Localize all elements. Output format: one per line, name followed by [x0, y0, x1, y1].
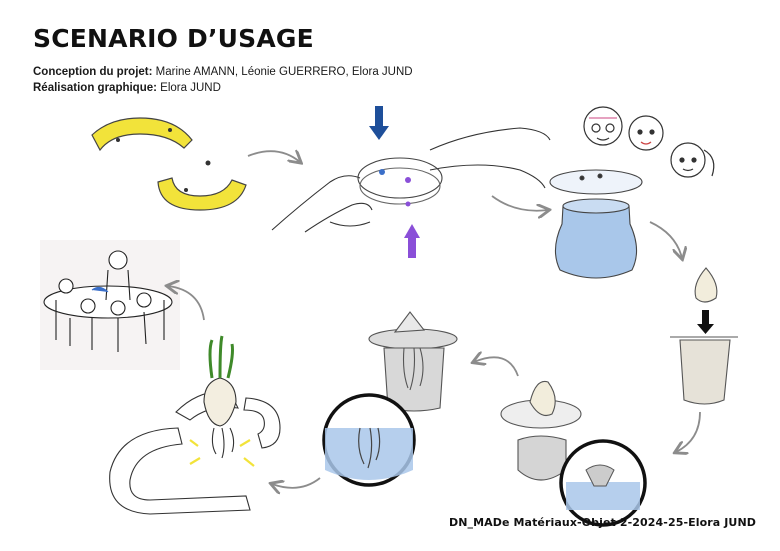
- footer-credit: DN_MADe Matériaux-Objet 2-2024-25-Elora …: [448, 516, 756, 529]
- cycle-arrows: [168, 151, 701, 488]
- cycle-arrow-2: [491, 195, 548, 211]
- jar-with-lid-illustration: [549, 169, 643, 279]
- cycle-arrow-1: [247, 151, 300, 162]
- cycle-arrow-5: [474, 357, 519, 377]
- credit-conception: Conception du projet: Marine AMANN, Léon…: [33, 66, 413, 78]
- cycle-arrow-6: [272, 477, 321, 488]
- credit-conception-label: Conception du projet:: [33, 66, 153, 78]
- page-title: SCENARIO D’USAGE: [33, 24, 314, 53]
- credit-realisation-label: Réalisation graphique:: [33, 82, 157, 94]
- blue-arrow-down-icon: [369, 106, 389, 140]
- cycle-arrow-7: [168, 286, 205, 321]
- zoom-circle-roots-bottom: [559, 439, 647, 527]
- children-faces-illustration: [583, 106, 715, 178]
- hyacinth-on-frame-illustration: [109, 335, 281, 515]
- cycle-arrow-4: [676, 411, 701, 452]
- workshop-children-illustration: [40, 240, 180, 370]
- hands-assembly-illustration: [271, 127, 551, 233]
- bulb-drop-illustration: [670, 267, 738, 405]
- zoom-circle-roots-water: [322, 393, 416, 487]
- credit-realisation-value: Elora JUND: [156, 82, 221, 94]
- jar-with-roots-illustration: [368, 311, 458, 412]
- jar-with-bulb-illustration: [500, 380, 582, 481]
- credit-realisation: Réalisation graphique: Elora JUND: [33, 82, 221, 94]
- cycle-arrow-3: [649, 221, 682, 258]
- yellow-pieces-illustration: [91, 117, 247, 211]
- credit-conception-value: Marine AMANN, Léonie GUERRERO, Elora JUN…: [152, 66, 413, 78]
- purple-arrow-up-icon: [404, 224, 420, 258]
